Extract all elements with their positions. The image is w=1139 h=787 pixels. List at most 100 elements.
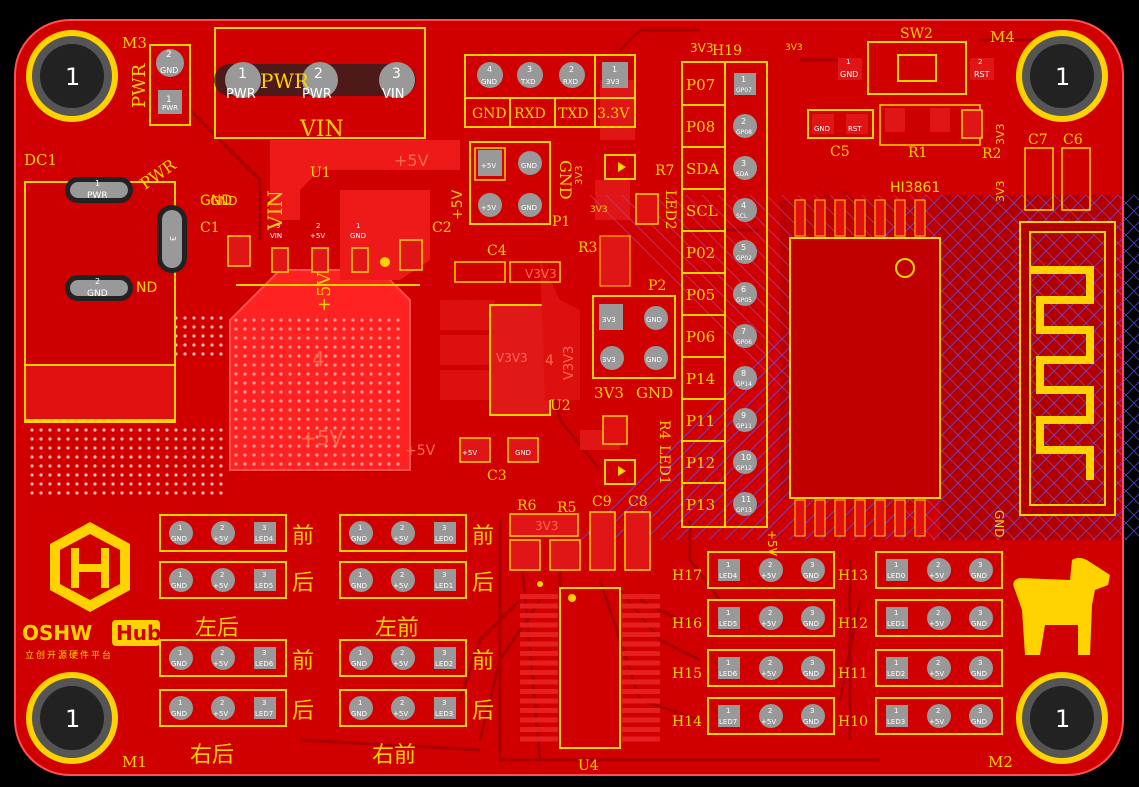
silk-label: LED1 bbox=[887, 620, 905, 628]
silk-label: LED6 bbox=[719, 670, 738, 678]
led2-area: R7 LED2 bbox=[604, 154, 678, 230]
oshwhub-logo: OSHW Hub 立创开源硬件平台 bbox=[22, 522, 161, 661]
led1-ref: LED1 bbox=[656, 445, 672, 485]
silk-label: 1 bbox=[178, 524, 182, 532]
silk-label: 1 bbox=[1055, 63, 1070, 91]
silk-label: +5V bbox=[405, 443, 436, 459]
silk-label: GND bbox=[971, 670, 987, 678]
silk-label: LED2 bbox=[887, 670, 905, 678]
silk-label: 3 bbox=[810, 609, 814, 617]
silk-label: GND bbox=[351, 582, 367, 590]
silk-label: P14 bbox=[686, 370, 715, 388]
silk-label: +5V bbox=[310, 232, 325, 240]
silk-label: 3 bbox=[262, 571, 266, 579]
silk-label: GND bbox=[171, 660, 187, 668]
silk-label: TXD bbox=[558, 106, 589, 122]
silk-label: 2 bbox=[166, 50, 172, 60]
silk-label: +5V bbox=[765, 530, 779, 557]
silk-label: 3 bbox=[978, 561, 982, 569]
c9-ref: C9 bbox=[592, 494, 612, 510]
silk-label: 2 bbox=[936, 659, 940, 667]
silk-label: 3V3 bbox=[994, 123, 1007, 145]
silk-label: GND bbox=[350, 232, 366, 240]
silk-label: 2 bbox=[569, 65, 574, 74]
group-label-left-bottom: 右后 bbox=[190, 743, 234, 768]
silk-label: 3 bbox=[262, 699, 266, 707]
silk-label: 后 bbox=[472, 699, 494, 724]
silk-label: OSHW bbox=[22, 621, 92, 645]
vin-header: 1 PWR 2 PWR 3 VIN PWR VIN bbox=[214, 27, 426, 142]
silk-label: SDA bbox=[686, 160, 719, 178]
p2-header: 3V3 GND 3V3 GND P2 3V3 GND bbox=[592, 278, 676, 402]
silk-label: GP12 bbox=[736, 465, 752, 472]
silk-label: 2 bbox=[220, 571, 224, 579]
silk-label: 2 bbox=[741, 117, 746, 126]
header-ref: H16 bbox=[672, 616, 702, 632]
silk-label: SCL bbox=[736, 213, 748, 220]
silk-label: 2 bbox=[400, 699, 404, 707]
u4-chip: U4 bbox=[520, 581, 660, 774]
header-ref: H15 bbox=[672, 666, 702, 682]
silk-label: 1 bbox=[894, 659, 898, 667]
silk-label: 1 bbox=[612, 65, 617, 74]
silk-label: +5V bbox=[450, 189, 466, 220]
silk-label: GP05 bbox=[736, 297, 752, 304]
group-label-mid-bottom: 右前 bbox=[372, 743, 416, 768]
silk-label: 1 bbox=[358, 571, 362, 579]
silk-label: GND bbox=[171, 582, 187, 590]
silk-label: 2 bbox=[400, 571, 404, 579]
silk-label: +5V bbox=[300, 426, 343, 450]
silk-label: 3 bbox=[978, 707, 982, 715]
silk-label: 1 bbox=[166, 95, 172, 105]
silk-label: 9 bbox=[741, 411, 746, 420]
silk-label: LED0 bbox=[887, 572, 905, 580]
silk-label: P02 bbox=[686, 244, 715, 262]
silk-label: 4 bbox=[487, 65, 492, 74]
silk-label: 后 bbox=[292, 699, 314, 724]
silk-label: LED7 bbox=[255, 710, 273, 718]
silk-label: 1 bbox=[894, 561, 898, 569]
c1-ref: C1 bbox=[200, 220, 220, 236]
p1-ref: P1 bbox=[552, 214, 570, 230]
group-label-mid-top: 左前 bbox=[375, 616, 419, 641]
silk-label: 1 bbox=[358, 699, 362, 707]
mounting-hole-m1: 1 bbox=[26, 672, 118, 764]
silk-label: GP07 bbox=[736, 87, 752, 94]
silk-label: VIN bbox=[382, 87, 404, 102]
silk-label: +5V bbox=[314, 271, 335, 312]
silk-label: 3 bbox=[810, 659, 814, 667]
silk-label: 2 bbox=[768, 659, 772, 667]
silk-label: LED5 bbox=[719, 620, 737, 628]
silk-label: LED4 bbox=[719, 572, 738, 580]
led2-ref: LED2 bbox=[662, 190, 678, 230]
sw2-switch: SW2 1 GND 2 RST M4 bbox=[838, 26, 1015, 95]
silk-label: PWR bbox=[302, 87, 332, 102]
silk-label: 2 bbox=[400, 524, 404, 532]
silk-label: 1 bbox=[358, 649, 362, 657]
silk-label: GP14 bbox=[736, 381, 752, 388]
c6-ref: C6 bbox=[1063, 132, 1083, 148]
silk-label: Hub bbox=[116, 621, 161, 645]
silk-label: +5V bbox=[394, 151, 429, 170]
group-label-left-top: 左后 bbox=[195, 616, 239, 641]
silk-label: SDA bbox=[736, 171, 749, 178]
r2-ref: R2 bbox=[982, 146, 1001, 162]
silk-label: GND bbox=[481, 78, 497, 86]
dog-icon bbox=[1013, 557, 1110, 655]
r4-ref: R4 bbox=[656, 420, 672, 440]
silk-label: P12 bbox=[686, 454, 715, 472]
silk-label: 3V3 bbox=[994, 180, 1007, 202]
silk-label: 2 bbox=[936, 707, 940, 715]
silk-label: 10 bbox=[741, 453, 751, 462]
silk-label: 1 bbox=[178, 699, 182, 707]
silk-label: GND bbox=[171, 710, 187, 718]
silk-label: 7 bbox=[741, 327, 746, 336]
h19-ref: H19 bbox=[712, 43, 742, 59]
